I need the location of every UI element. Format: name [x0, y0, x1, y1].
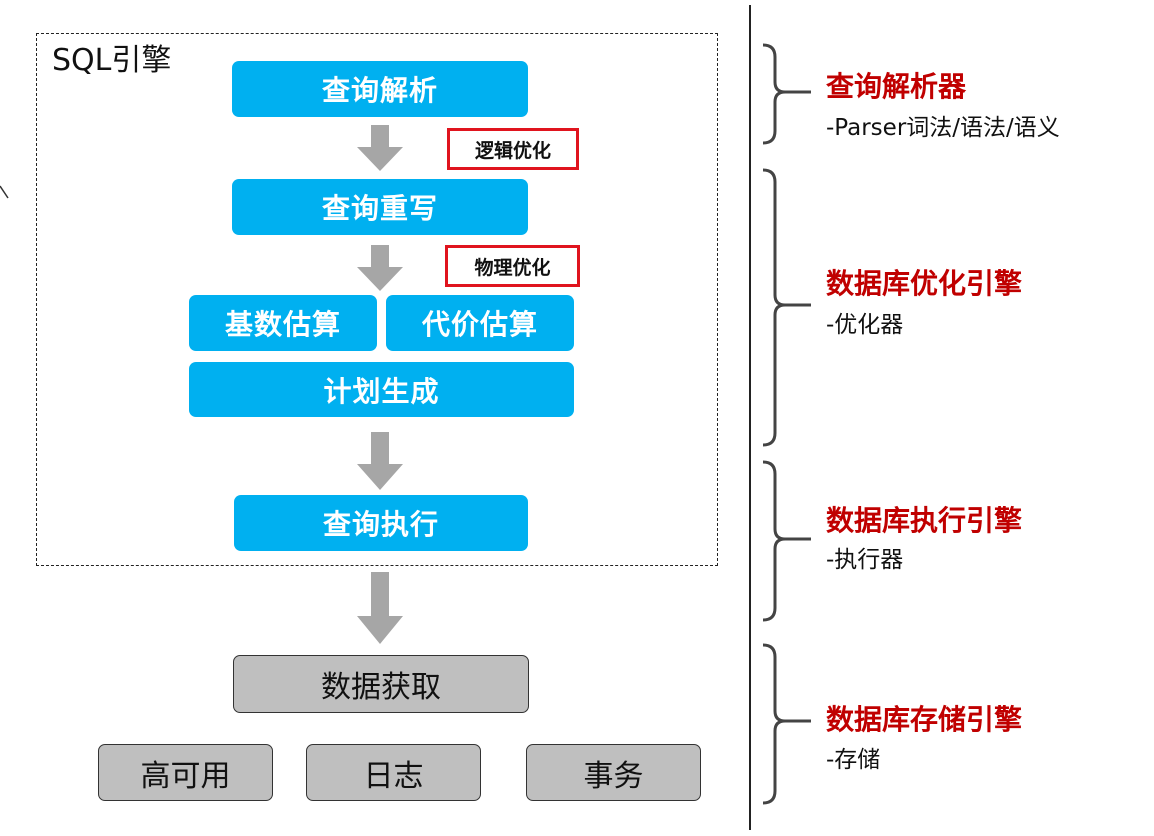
component-desc-storage: -存储	[826, 747, 881, 773]
brace-icon	[762, 643, 811, 805]
brace-icon	[762, 168, 811, 447]
arrow-down-icon	[357, 432, 403, 490]
component-title-executor: 数据库执行引擎	[826, 504, 1023, 537]
edge-mark	[0, 185, 9, 199]
section-divider	[749, 5, 751, 830]
step-plan-generate: 计划生成	[189, 362, 574, 417]
step-query-rewrite: 查询重写	[232, 179, 528, 235]
component-title-parser: 查询解析器	[826, 70, 967, 103]
tag-logical-optimization: 逻辑优化	[447, 128, 579, 170]
component-desc-executor: -执行器	[826, 547, 904, 573]
step-query-execute: 查询执行	[234, 495, 528, 551]
storage-transaction: 事务	[526, 744, 701, 801]
arrow-down-icon	[357, 572, 403, 644]
component-desc-parser: -Parser词法/语法/语义	[826, 115, 1060, 141]
tag-physical-optimization: 物理优化	[445, 245, 580, 287]
brace-icon	[762, 460, 811, 622]
sql-engine-title: SQL引擎	[52, 43, 172, 78]
component-title-optimizer: 数据库优化引擎	[826, 267, 1023, 300]
step-query-parse: 查询解析	[232, 61, 528, 117]
arrow-down-icon	[357, 245, 403, 291]
component-desc-optimizer: -优化器	[826, 312, 904, 338]
component-title-storage: 数据库存储引擎	[826, 703, 1023, 736]
sql-engine-frame	[36, 33, 718, 566]
storage-high-availability: 高可用	[98, 744, 273, 801]
step-cost-estimate: 代价估算	[386, 295, 574, 351]
arrow-down-icon	[357, 125, 403, 171]
storage-data-fetch: 数据获取	[233, 655, 529, 713]
storage-log: 日志	[306, 744, 481, 801]
brace-icon	[762, 43, 811, 145]
step-cardinality-estimate: 基数估算	[189, 295, 377, 351]
